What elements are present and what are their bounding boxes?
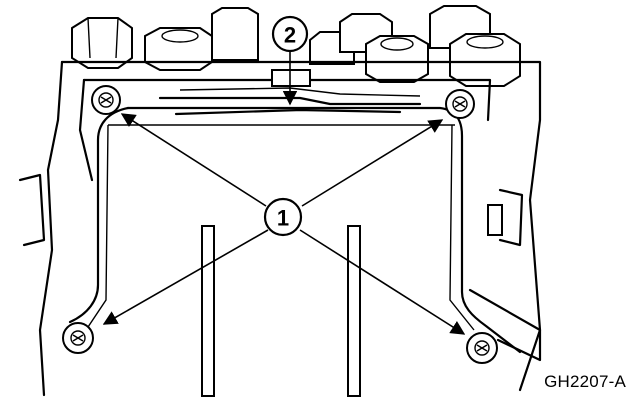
callout-2: 2	[271, 15, 309, 106]
callout-2-label: 2	[284, 23, 296, 48]
bolt-top-right	[445, 89, 475, 119]
bolt-heads-row	[71, 5, 521, 87]
valve-body-housing	[18, 60, 542, 397]
callout-1-label: 1	[277, 206, 289, 231]
lower-bracket	[468, 288, 542, 362]
callout-1: 1	[102, 113, 466, 335]
bolt-bottom-right	[466, 332, 498, 364]
bolt-top-left	[91, 85, 121, 115]
filter-screen	[158, 69, 422, 116]
bolt-bottom-left	[62, 322, 94, 354]
internal-ribs	[201, 225, 361, 397]
figure-id: GH2207-A	[544, 372, 626, 391]
